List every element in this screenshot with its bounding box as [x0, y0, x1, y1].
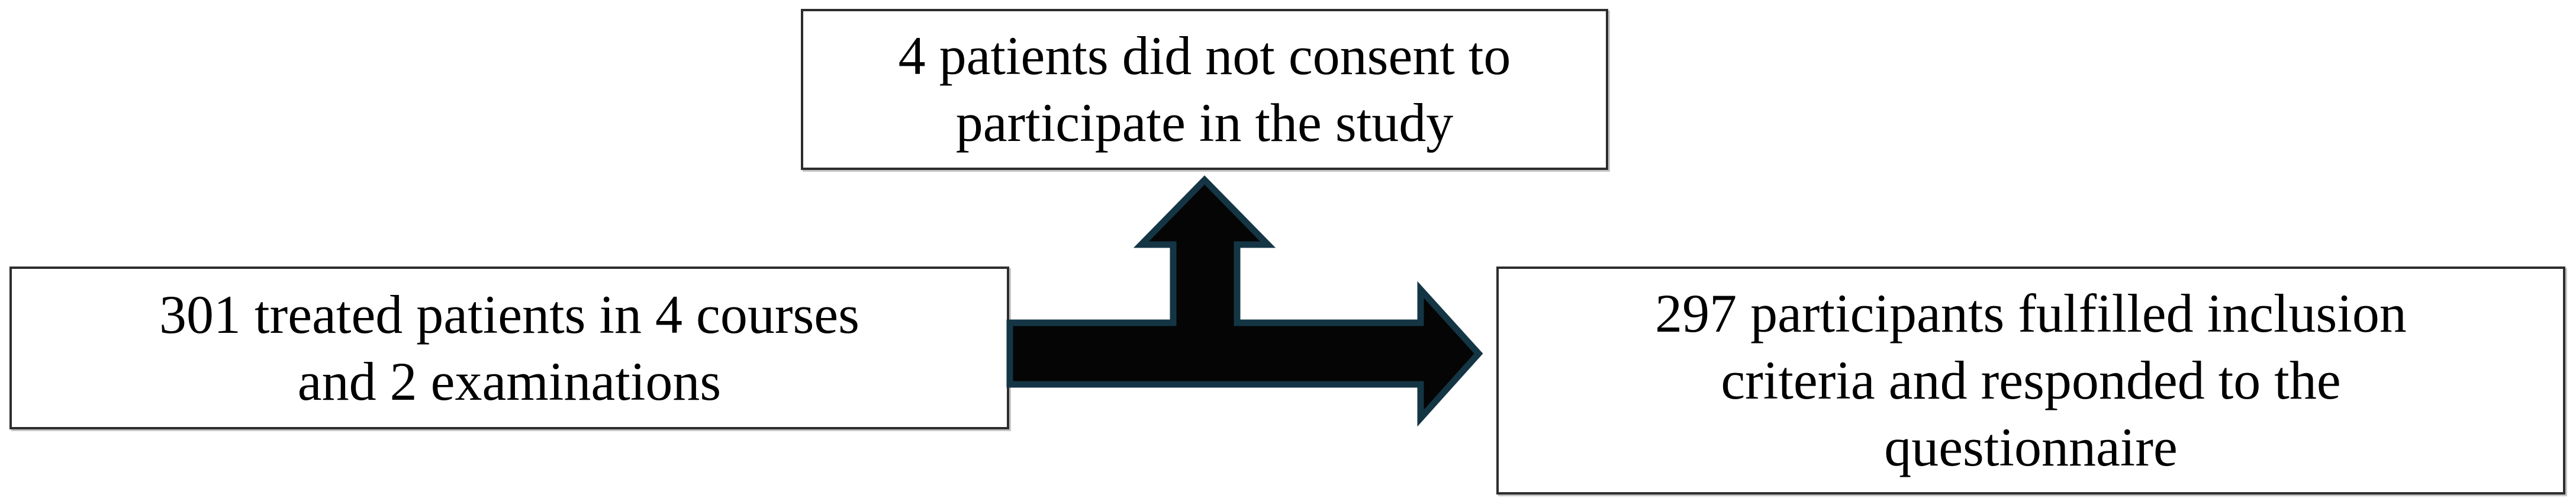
branch-arrow-shape	[1006, 175, 1483, 427]
flow-box-included-participants-line-2: criteria and responded to the	[1721, 350, 2341, 410]
flow-box-no-consent: 4 patients did not consent to participat…	[801, 9, 1608, 170]
flow-box-no-consent-line-2: participate in the study	[955, 92, 1454, 153]
flow-box-treated-patients-line-2: and 2 examinations	[297, 351, 722, 412]
flow-box-included-participants-line-1: 297 participants fulfilled inclusion	[1655, 283, 2407, 344]
flow-box-treated-patients-line-1: 301 treated patients in 4 courses	[159, 284, 859, 345]
flow-box-included-participants-line-3: questionnaire	[1884, 417, 2178, 477]
flow-box-no-consent-line-1: 4 patients did not consent to	[898, 25, 1511, 86]
flow-box-treated-patients: 301 treated patients in 4 courses and 2 …	[9, 267, 1009, 429]
flow-box-included-participants: 297 participants fulfilled inclusion cri…	[1496, 267, 2565, 495]
